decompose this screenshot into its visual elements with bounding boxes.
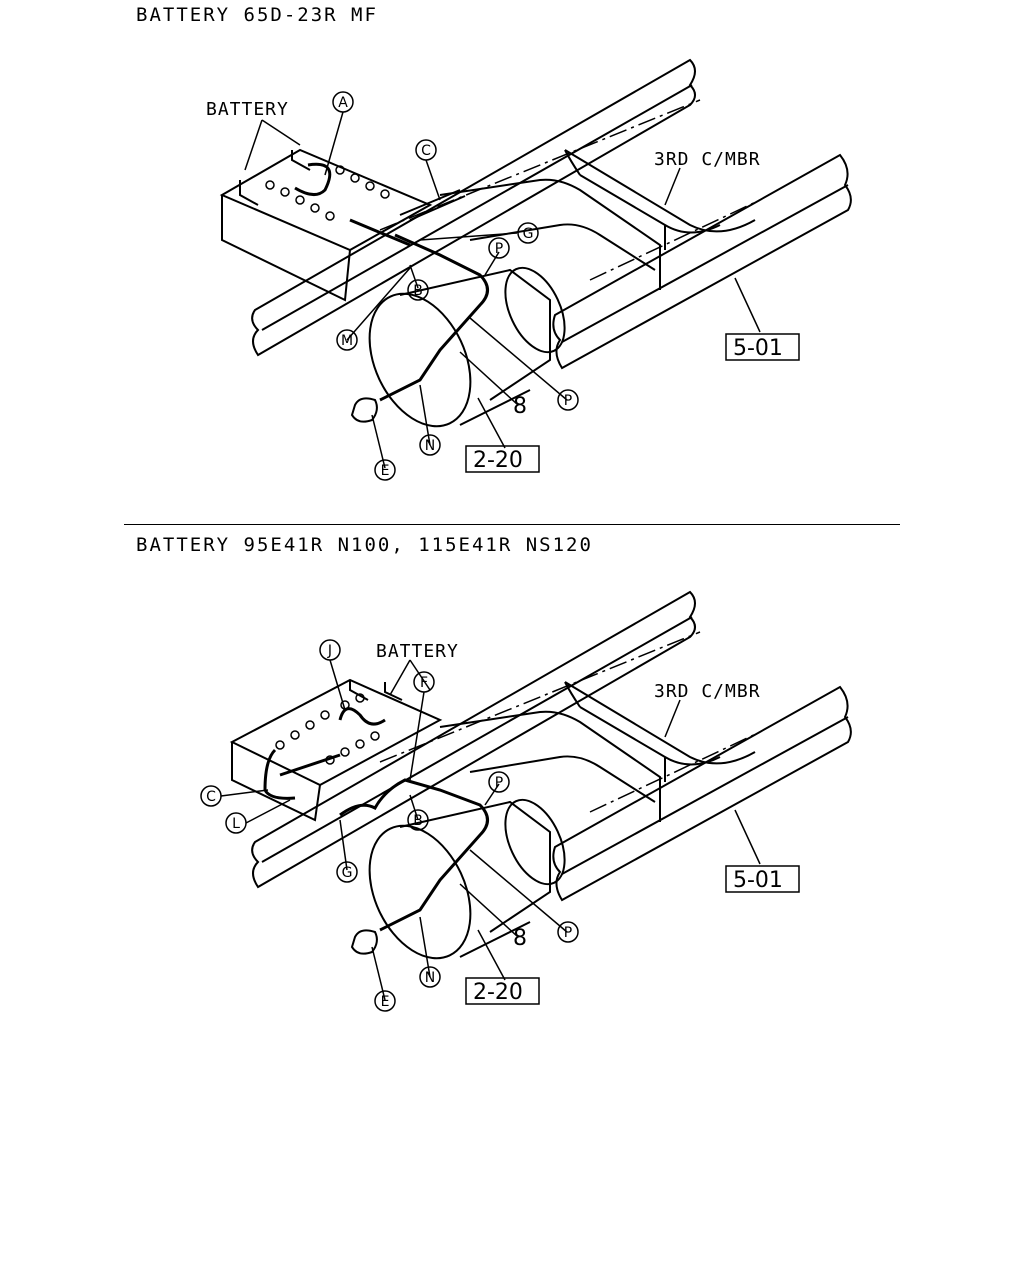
tank-ref-label: 2-20 [473, 448, 523, 473]
frame-ref-label: 5-01 [733, 336, 783, 361]
callout-b: B [413, 813, 423, 829]
callout-l: L [232, 816, 240, 832]
frame-rail-back [552, 153, 852, 370]
callout-n: N [425, 970, 435, 986]
callout-c: C [421, 143, 431, 159]
callout-n: N [425, 438, 435, 454]
battery-box [219, 148, 433, 302]
battery-label: BATTERY [206, 99, 289, 120]
frame-rail-front [251, 590, 696, 889]
frame-rail-back [552, 685, 852, 902]
callout-e: E [381, 994, 390, 1010]
part-8-label: 8 [513, 926, 527, 951]
section-divider [124, 524, 900, 525]
part-8-label: 8 [513, 394, 527, 419]
callout-b: B [413, 283, 423, 299]
crossmember [439, 149, 756, 290]
section-2-title: BATTERY 95E41R N100, 115E41R NS120 [136, 534, 593, 556]
frame-ref-label: 5-01 [733, 868, 783, 893]
callout-e: E [381, 463, 390, 479]
callout-p-lower: P [564, 925, 572, 941]
callout-j: J [327, 643, 332, 659]
battery-diagram-2: BATTERY 3RD C/MBR 5-01 2-20 8 J F C L P … [200, 590, 852, 1012]
crossmember [439, 681, 756, 822]
callout-m: M [341, 333, 353, 349]
tank-ref-label: 2-20 [473, 980, 523, 1005]
frame-rail-front [251, 58, 696, 357]
callout-c: C [206, 789, 216, 805]
callout-g: G [342, 865, 353, 881]
crossmember-label: 3RD C/MBR [654, 681, 761, 702]
section-1-title: BATTERY 65D-23R MF [136, 4, 378, 26]
callout-p-lower: P [564, 393, 572, 409]
fuel-tank [368, 798, 566, 960]
battery-diagram-1: BATTERY 3RD C/MBR 5-01 2-20 8 A C G P B … [206, 58, 852, 481]
callout-f: F [420, 675, 428, 691]
callout-g: G [523, 226, 534, 242]
fuel-tank [368, 266, 566, 428]
crossmember-label: 3RD C/MBR [654, 149, 761, 170]
callout-p-upper: P [495, 241, 503, 257]
callout-a: A [338, 95, 348, 111]
battery-label: BATTERY [376, 641, 459, 662]
callout-p-upper: P [495, 775, 503, 791]
